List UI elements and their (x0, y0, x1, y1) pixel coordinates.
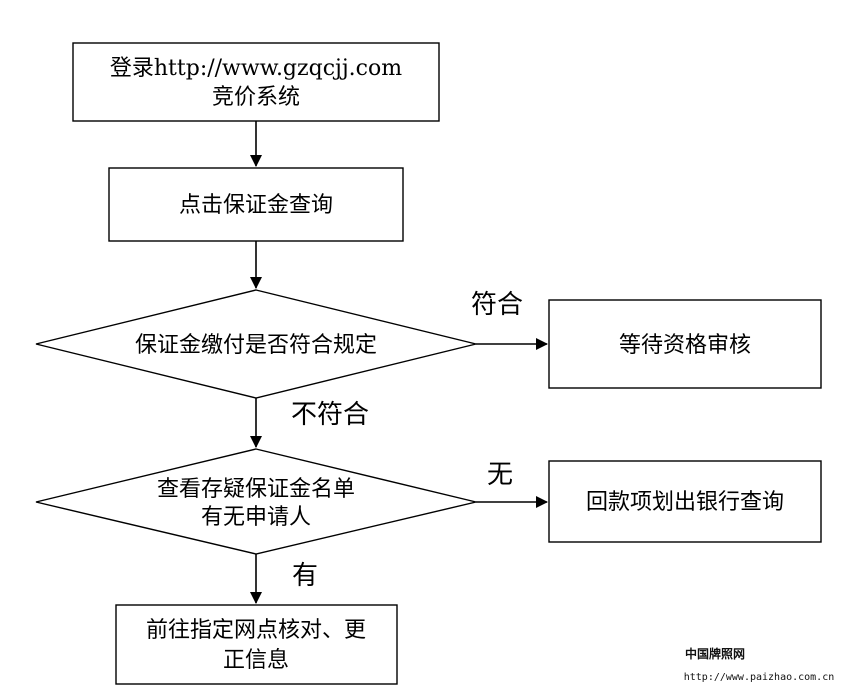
node-login-line-2: 竞价系统 (212, 85, 300, 110)
watermark-url: http://www.paizhao.com.cn (684, 672, 835, 683)
node-check-deposit-line-1: 保证金缴付是否符合规定 (135, 333, 377, 358)
node-check-suspect-list-line-1: 查看存疑保证金名单 (157, 477, 355, 502)
node-check-deposit: 保证金缴付是否符合规定 (35, 289, 477, 399)
edge-label-not-conforms: 不符合 (291, 400, 369, 430)
node-click-deposit-line-1: 点击保证金查询 (179, 193, 333, 218)
node-visit-branch: 前往指定网点核对、更 正信息 (115, 604, 398, 685)
node-login-line-1: 登录http://www.gzqcjj.com (110, 56, 402, 81)
node-check-suspect-list-line-2: 有无申请人 (201, 505, 311, 530)
edge-labels-layer: 符合 不符合 无 有 (291, 290, 523, 591)
node-await-review: 等待资格审核 (548, 299, 822, 389)
node-await-review-line-1: 等待资格审核 (619, 333, 751, 358)
edge-label-none: 无 (487, 460, 513, 490)
node-refund-query-line-1: 回款项划出银行查询 (586, 490, 784, 515)
node-click-deposit: 点击保证金查询 (108, 167, 404, 242)
edges-layer (250, 121, 548, 604)
node-check-suspect-list: 查看存疑保证金名单 有无申请人 (35, 448, 477, 555)
edge-label-conforms: 符合 (471, 290, 523, 320)
node-visit-branch-line-2: 正信息 (223, 648, 289, 673)
watermark: 中国牌照网 http://www.paizhao.com.cn (684, 646, 835, 683)
edge-label-has: 有 (292, 561, 318, 591)
nodes-layer: 登录http://www.gzqcjj.com 竞价系统 点击保证金查询 保证金… (35, 42, 822, 685)
node-login: 登录http://www.gzqcjj.com 竞价系统 (72, 42, 440, 122)
watermark-title: 中国牌照网 (685, 646, 745, 661)
node-visit-branch-line-1: 前往指定网点核对、更 (146, 618, 366, 643)
node-refund-query: 回款项划出银行查询 (548, 460, 822, 543)
